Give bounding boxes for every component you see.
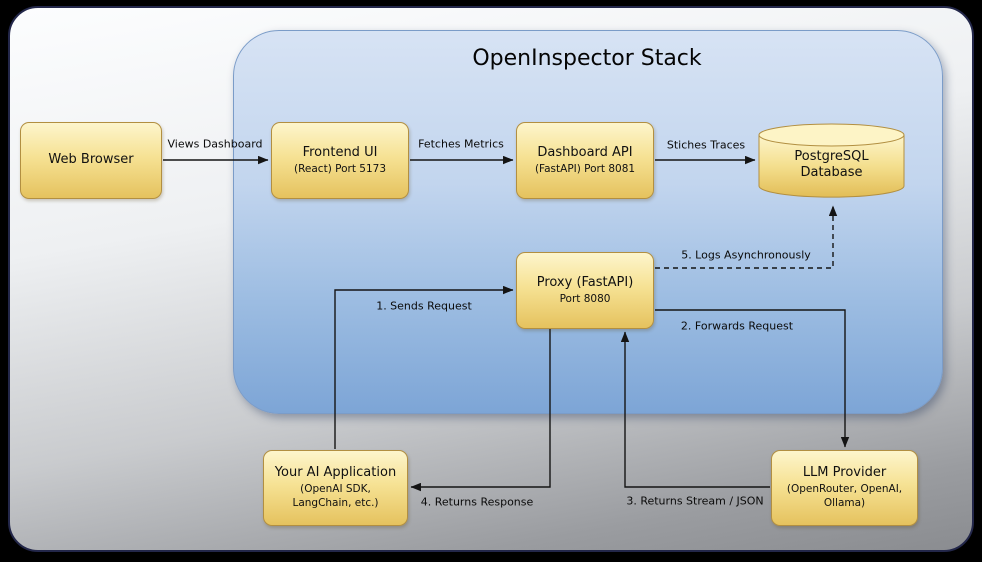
edge-label-forwards-request: 2. Forwards Request <box>680 319 794 333</box>
node-your-ai-application[interactable]: Your AI Application (OpenAI SDK, LangCha… <box>263 450 408 526</box>
node-postgresql-label-line2: Database <box>800 165 863 180</box>
node-dashboard-api-sublabel: (FastAPI) Port 8081 <box>534 162 636 175</box>
edge-label-sends-request: 1. Sends Request <box>376 299 472 313</box>
node-llm-provider-label: LLM Provider <box>802 465 887 481</box>
node-ai-app-sublabel: (OpenAI SDK, LangChain, etc.) <box>292 483 379 510</box>
node-postgresql-database[interactable]: PostgreSQL Database <box>758 123 905 199</box>
edge-label-fetches-metrics: Fetches Metrics <box>418 137 504 151</box>
edge-label-returns-stream: 3. Returns Stream / JSON <box>626 494 764 508</box>
node-proxy-label: Proxy (FastAPI) <box>536 274 634 290</box>
edge-label-returns-response: 4. Returns Response <box>420 495 534 509</box>
node-dashboard-api-label: Dashboard API <box>537 144 633 160</box>
edge-label-logs-async: 5. Logs Asynchronously <box>681 248 811 262</box>
stack-title: OpenInspector Stack <box>472 46 702 71</box>
node-frontend-ui-label: Frontend UI <box>302 144 378 160</box>
node-dashboard-api[interactable]: Dashboard API (FastAPI) Port 8081 <box>516 122 654 199</box>
node-llm-provider[interactable]: LLM Provider (OpenRouter, OpenAI, Ollama… <box>771 450 918 526</box>
node-frontend-ui[interactable]: Frontend UI (React) Port 5173 <box>271 122 409 199</box>
node-web-browser[interactable]: Web Browser <box>20 122 162 199</box>
node-ai-app-label: Your AI Application <box>274 465 397 481</box>
node-frontend-ui-sublabel: (React) Port 5173 <box>293 162 386 175</box>
node-web-browser-label: Web Browser <box>48 152 134 168</box>
node-llm-provider-sublabel: (OpenRouter, OpenAI, Ollama) <box>786 483 903 510</box>
edge-label-views-dashboard: Views Dashboard <box>167 137 263 151</box>
node-proxy-fastapi[interactable]: Proxy (FastAPI) Port 8080 <box>516 252 654 329</box>
openinspector-stack-group[interactable] <box>233 30 943 414</box>
edge-label-stiches-traces: Stiches Traces <box>666 138 746 152</box>
node-proxy-sublabel: Port 8080 <box>559 292 611 305</box>
database-cylinder-icon <box>758 123 905 198</box>
node-postgresql-label-line1: PostgreSQL <box>794 148 869 164</box>
